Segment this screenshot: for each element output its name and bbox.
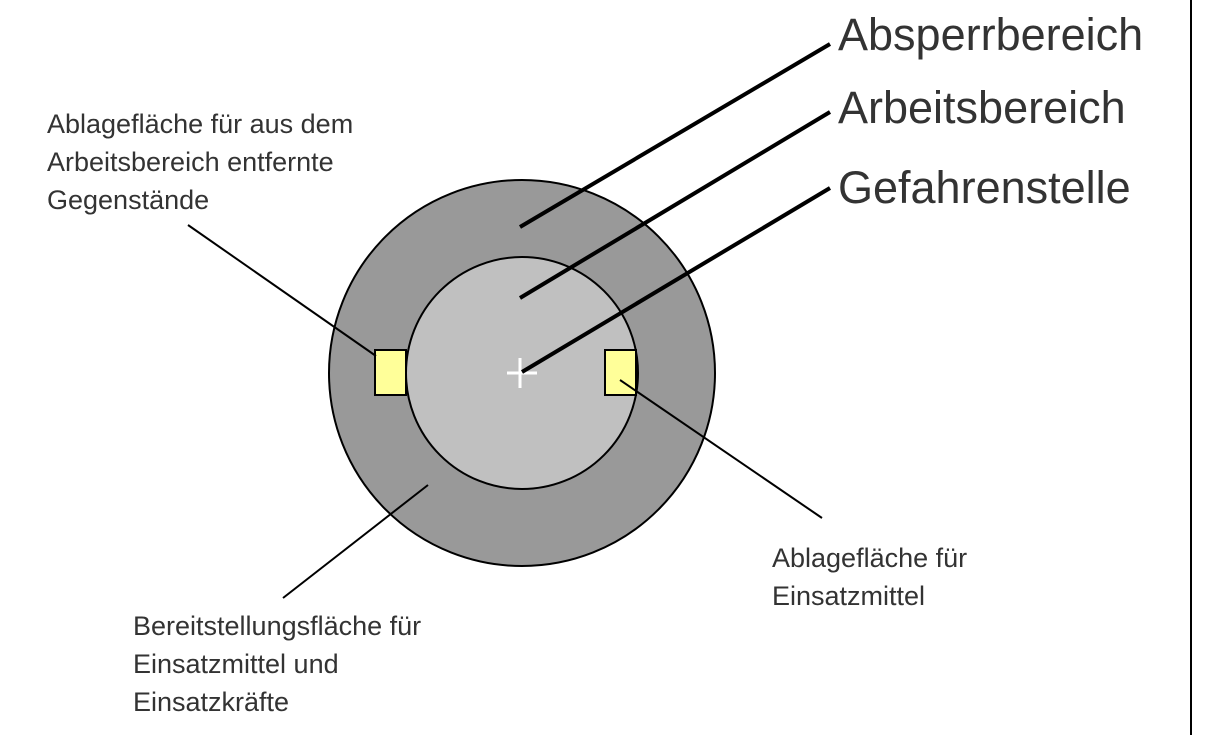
bereitstellung-line-2: Einsatzmittel und	[133, 649, 339, 679]
absperrbereich-leader	[518, 42, 832, 229]
ablage-entfernt-line-3: Gegenstände	[47, 185, 210, 215]
arbeitsbereich-leader	[518, 110, 832, 300]
ablage-entfernt-leader	[187, 224, 377, 357]
ablage-einsatzmittel-line-1: Ablagefläche für	[772, 543, 968, 573]
gefahrenstelle-marker	[507, 358, 537, 388]
ablage-einsatzmittel-label: Ablagefläche für Einsatzmittel	[772, 539, 967, 615]
ablage-einsatzmittel-line-2: Einsatzmittel	[772, 581, 926, 611]
ablage-einsatzmittel-leader	[619, 379, 823, 519]
bereitstellung-line-1: Bereitstellungsfläche für	[133, 611, 422, 641]
ablage-entfernt-box	[374, 349, 407, 396]
absperrbereich-label: Absperrbereich	[838, 9, 1144, 60]
bereitstellung-line-3: Einsatzkräfte	[133, 687, 290, 717]
ablage-entfernt-label: Ablagefläche für aus dem Arbeitsbereich …	[47, 105, 353, 219]
ablage-entfernt-line-1: Ablagefläche für aus dem	[47, 109, 354, 139]
arbeitsbereich-label: Arbeitsbereich	[838, 82, 1126, 133]
bereitstellung-leader	[282, 484, 429, 599]
right-border	[1190, 0, 1192, 735]
gefahrenstelle-leader	[520, 186, 832, 374]
gefahrenstelle-label: Gefahrenstelle	[838, 162, 1131, 213]
ablage-entfernt-line-2: Arbeitsbereich entfernte	[47, 147, 334, 177]
bereitstellung-label: Bereitstellungsfläche für Einsatzmittel …	[133, 607, 421, 721]
